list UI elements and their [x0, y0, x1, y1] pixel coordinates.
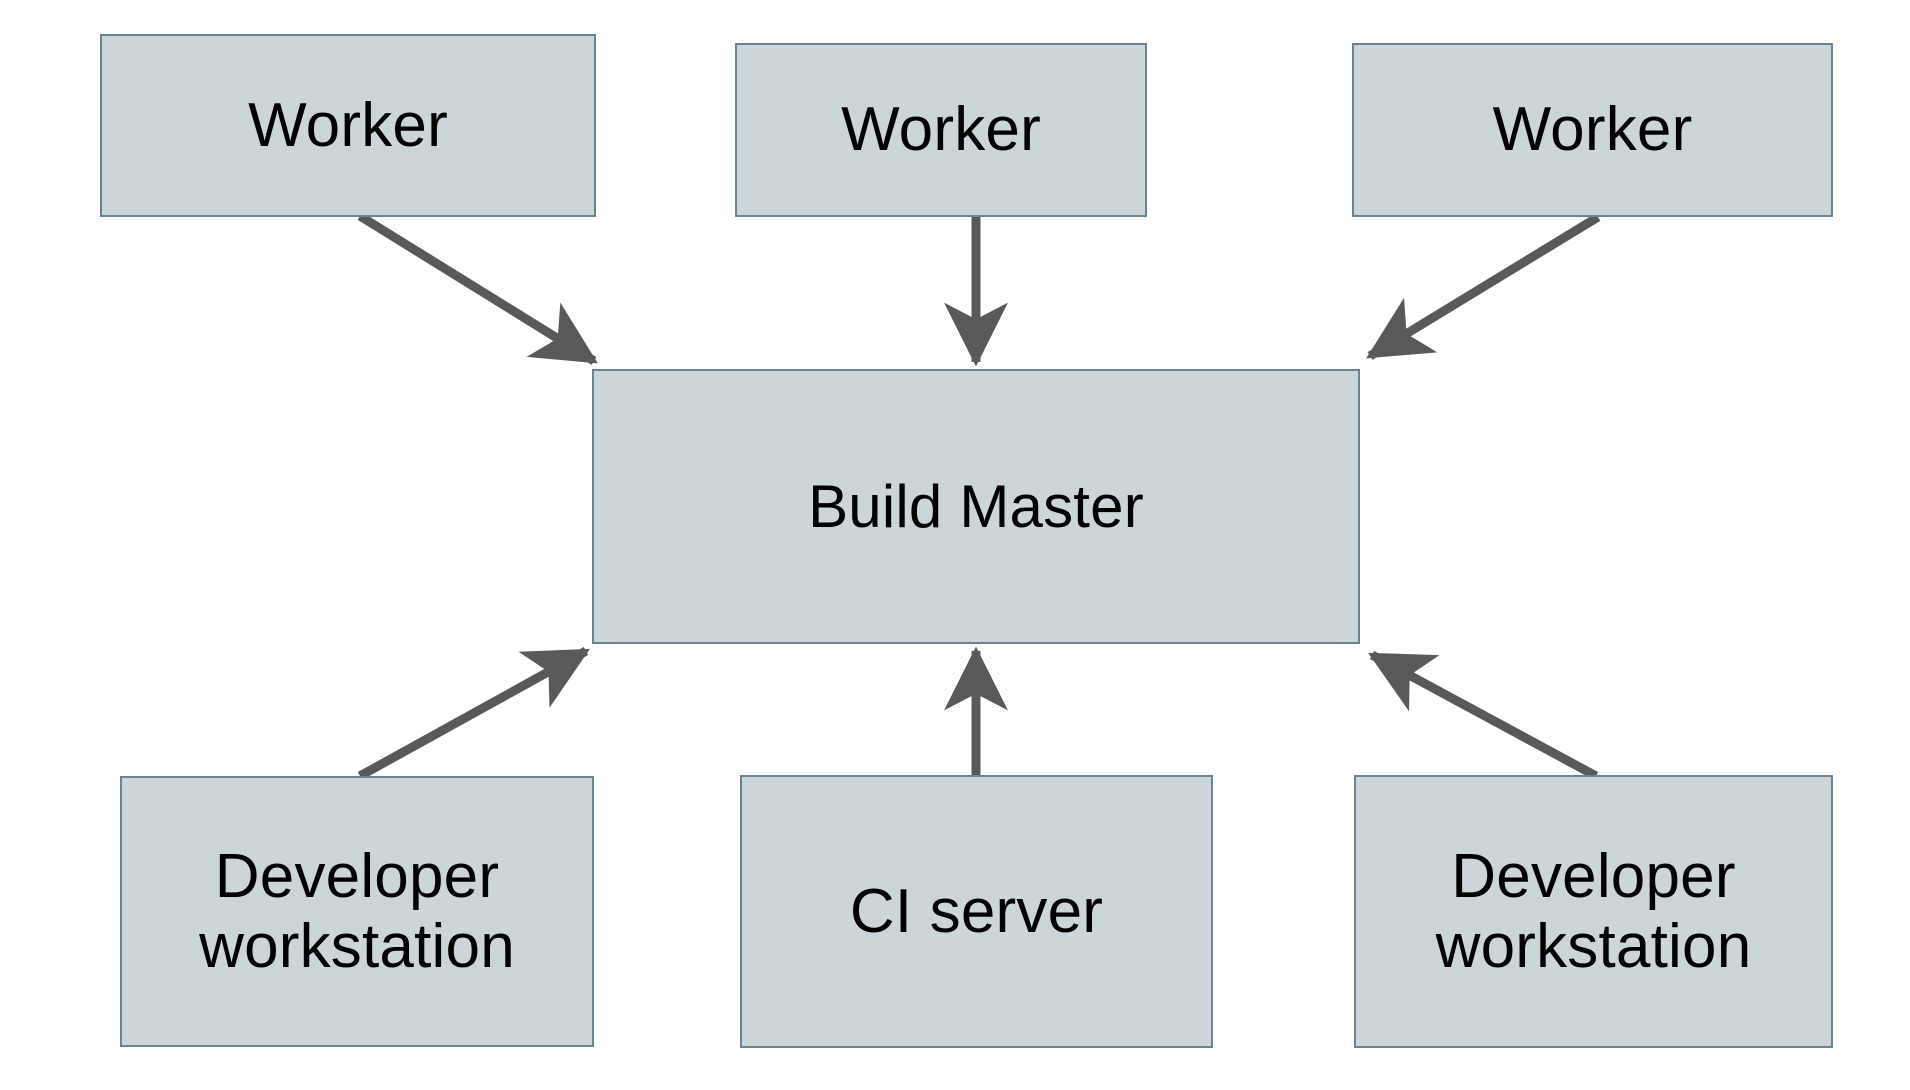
- node-dev-workstation-left[interactable]: Developer workstation: [120, 776, 594, 1047]
- node-worker-1[interactable]: Worker: [100, 34, 596, 217]
- node-build-master-label: Build Master: [808, 472, 1144, 540]
- node-ci-server[interactable]: CI server: [740, 775, 1213, 1048]
- node-dev-workstation-right-label: Developer workstation: [1435, 842, 1752, 981]
- node-ci-server-label: CI server: [849, 876, 1104, 946]
- node-worker-3[interactable]: Worker: [1352, 43, 1833, 217]
- edge-worker-3-to-build-master: [1366, 213, 1601, 360]
- node-dev-workstation-left-label: Developer workstation: [199, 842, 515, 981]
- node-worker-3-label: Worker: [1492, 95, 1693, 165]
- edge-worker-1-to-build-master: [357, 212, 598, 365]
- node-build-master[interactable]: Build Master: [592, 369, 1360, 644]
- edge-dev-workstation-right-to-build-master: [1368, 651, 1599, 780]
- node-dev-workstation-right[interactable]: Developer workstation: [1354, 775, 1833, 1048]
- node-worker-1-label: Worker: [248, 90, 448, 160]
- node-worker-2[interactable]: Worker: [735, 43, 1147, 217]
- edge-dev-workstation-left-to-build-master: [357, 647, 590, 780]
- node-worker-2-label: Worker: [841, 95, 1041, 165]
